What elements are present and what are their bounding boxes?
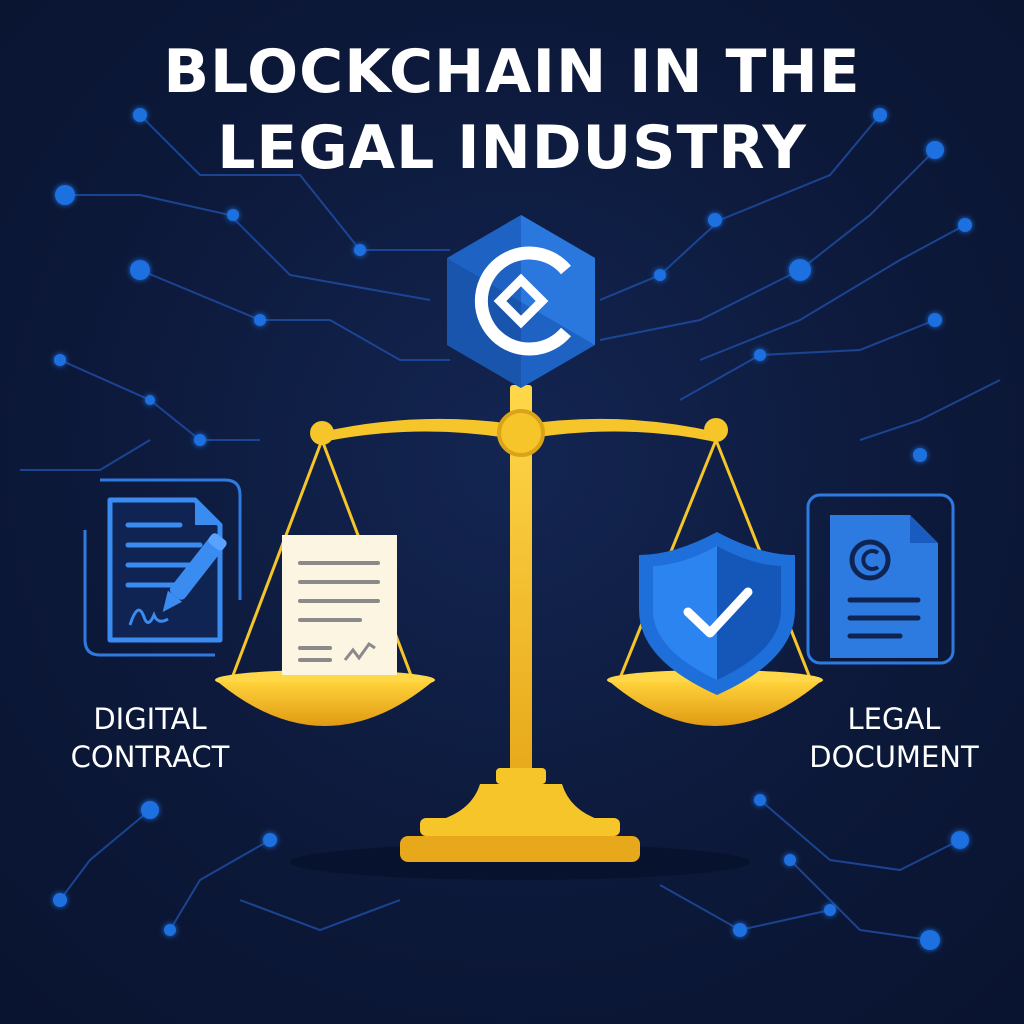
- label-left-line-1: DIGITAL: [93, 702, 207, 736]
- contract-with-pen-icon: [83, 478, 242, 657]
- label-right-line-2: DOCUMENT: [809, 740, 979, 774]
- page-title: BLOCKCHAIN IN THE LEGAL INDUSTRY: [0, 34, 1024, 186]
- shield-check-icon: [639, 532, 795, 695]
- circuit-nodes: [53, 108, 972, 950]
- digital-contract-label: DIGITAL CONTRACT: [40, 700, 260, 776]
- legal-document-label: LEGAL DOCUMENT: [784, 700, 1004, 776]
- scales-of-justice-icon: [215, 385, 823, 862]
- blockchain-hexagon-icon: [447, 215, 595, 388]
- signed-paper-icon: [282, 535, 397, 675]
- title-line-1: BLOCKCHAIN IN THE: [163, 37, 861, 107]
- label-left-line-2: CONTRACT: [70, 740, 230, 774]
- copyright-document-icon: [806, 493, 955, 665]
- label-right-line-1: LEGAL: [847, 702, 941, 736]
- title-line-2: LEGAL INDUSTRY: [217, 113, 807, 183]
